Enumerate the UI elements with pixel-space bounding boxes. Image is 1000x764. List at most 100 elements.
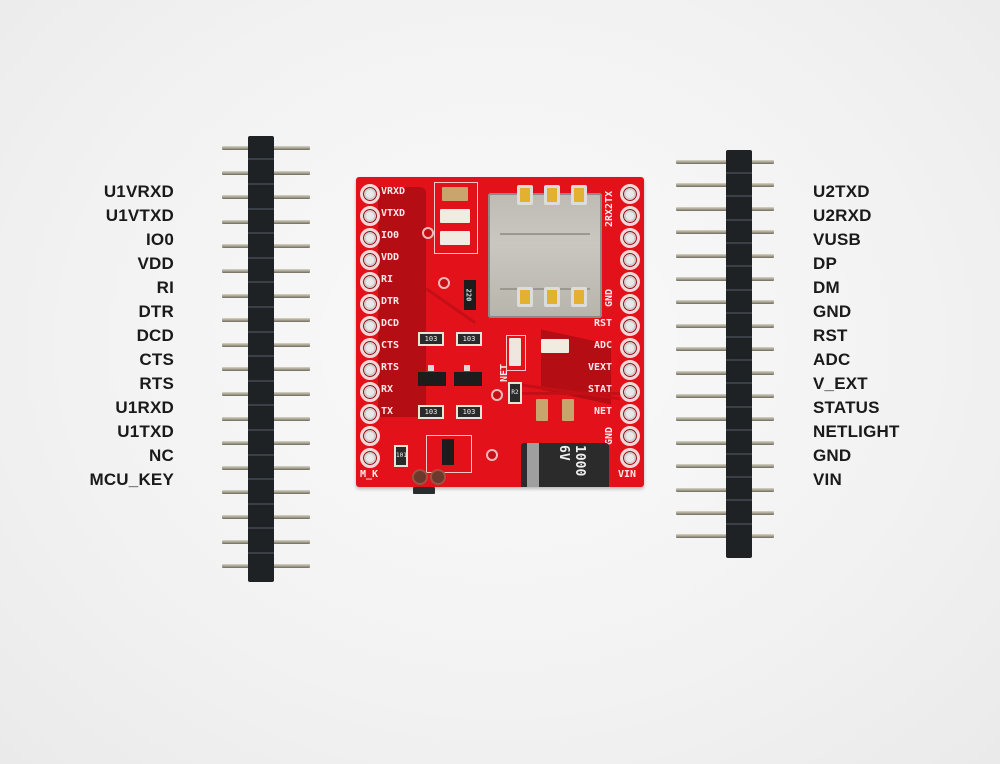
mounting-hole <box>412 469 428 485</box>
header-segment-line <box>248 256 274 259</box>
smd-resistor: 101 <box>394 445 408 467</box>
right-pinout-labels: U2TXD U2RXD VUSB DP DM GND RST ADC V_EXT… <box>813 180 900 492</box>
header-plastic-body <box>248 136 274 582</box>
header-segment-line <box>726 335 752 338</box>
pin-label: V_EXT <box>813 374 868 393</box>
header-segment-line <box>248 207 274 210</box>
pin-pad <box>620 316 640 336</box>
pin-pad <box>620 272 640 292</box>
pin-label: U1TXD <box>117 422 174 441</box>
silk-label: RTS <box>381 362 400 373</box>
header-segment-line <box>726 312 752 315</box>
resistor-array <box>464 280 476 310</box>
component-outline <box>426 435 472 473</box>
array-code: 220 <box>464 288 473 302</box>
pin-label: VIN <box>813 470 842 489</box>
pin-pad <box>620 338 640 358</box>
header-pin <box>676 511 774 515</box>
header-segment-line <box>726 499 752 502</box>
header-pin <box>676 487 774 492</box>
silk-label: VEXT <box>588 362 613 373</box>
pin-label: MCU_KEY <box>89 470 174 489</box>
smd-resistor: 103 <box>456 332 482 346</box>
net-led <box>509 338 521 366</box>
smd-capacitor <box>536 399 548 421</box>
header-pin <box>676 277 774 281</box>
sim-contact <box>571 185 587 205</box>
pin-pad <box>360 184 380 204</box>
header-segment-line <box>726 195 752 198</box>
sim-contact <box>544 287 560 307</box>
silk-label: RX <box>381 384 394 395</box>
pin-label: GND <box>813 302 852 321</box>
header-segment-line <box>726 382 752 385</box>
header-plastic-body <box>726 150 752 558</box>
pin-label: RTS <box>139 374 174 393</box>
board-edge-switch <box>413 487 435 494</box>
header-segment-line <box>726 452 752 455</box>
smd-resistor: 103 <box>456 405 482 419</box>
silk-label-vertical: GND <box>604 288 615 307</box>
silk-label: DCD <box>381 318 400 329</box>
sot23-transistor <box>454 372 482 386</box>
silk-label: VIN <box>618 469 637 480</box>
pin-pad <box>620 382 640 402</box>
silk-label-vertical: 2RX2TX <box>604 190 615 227</box>
pin-pad <box>620 294 640 314</box>
transistor-leg <box>464 365 470 371</box>
sim-ridge <box>500 233 590 235</box>
smd-capacitor <box>440 231 470 245</box>
silk-label: ADC <box>594 340 613 351</box>
pin-label: ADC <box>813 350 851 369</box>
pin-label: DTR <box>138 302 174 321</box>
silk-label: M_K <box>360 469 379 480</box>
header-segment-line <box>248 379 274 382</box>
via <box>438 277 450 289</box>
bulk-capacitor-1000uf: 1000 6V <box>521 443 609 487</box>
silk-label: CTS <box>381 340 400 351</box>
pin-label: RST <box>813 326 848 345</box>
silk-label: RST <box>594 318 613 329</box>
smd-resistor: 103 <box>418 405 444 419</box>
header-pin <box>676 370 774 375</box>
capacitance-text: 1000 <box>572 445 587 477</box>
header-segment-line <box>248 182 274 185</box>
header-segment-line <box>248 527 274 530</box>
sim-contact <box>544 185 560 205</box>
header-segment-line <box>726 405 752 408</box>
header-pin <box>676 323 774 328</box>
header-segment-line <box>248 478 274 481</box>
pin-label: U2RXD <box>813 206 872 225</box>
header-segment-line <box>248 404 274 407</box>
pin-label: DM <box>813 278 840 297</box>
header-pin <box>676 253 774 258</box>
header-segment-line <box>248 355 274 358</box>
header-segment-line <box>726 522 752 525</box>
smd-resistor: R2 <box>508 382 522 404</box>
silk-label: STAT <box>588 384 613 395</box>
pin-label: NC <box>149 446 174 465</box>
pin-pad <box>620 448 640 468</box>
pin-pad <box>360 250 380 270</box>
pin-pad <box>360 426 380 446</box>
header-pin <box>676 300 774 305</box>
header-pin <box>676 394 774 398</box>
component-outline <box>434 182 478 254</box>
header-segment-line <box>726 475 752 478</box>
header-segment-line <box>726 265 752 268</box>
pin-label: DCD <box>136 326 174 345</box>
header-pin <box>676 183 774 188</box>
header-segment-line <box>726 288 752 291</box>
silk-label: NET <box>594 406 613 417</box>
smd-capacitor <box>541 339 569 353</box>
header-segment-line <box>726 358 752 361</box>
header-pin <box>676 230 774 235</box>
pin-pad <box>360 338 380 358</box>
silk-label: IO0 <box>381 230 400 241</box>
silk-label: TX <box>381 406 394 417</box>
pin-label: NETLIGHT <box>813 422 900 441</box>
pin-pad <box>620 360 640 380</box>
pin-pad <box>360 448 380 468</box>
header-segment-line <box>248 453 274 456</box>
silk-label: DTR <box>381 296 400 307</box>
